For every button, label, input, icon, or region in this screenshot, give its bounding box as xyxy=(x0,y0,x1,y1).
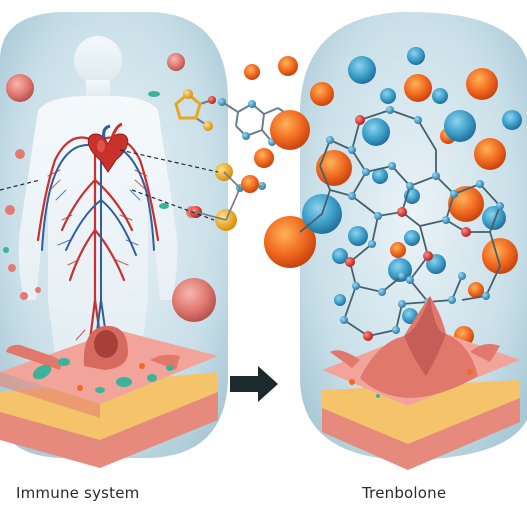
left-cells xyxy=(3,53,216,322)
network-atoms xyxy=(326,106,504,341)
connector-lines xyxy=(0,149,219,221)
heart-icon xyxy=(87,122,129,173)
tissue-left xyxy=(0,325,218,468)
trenbolone-label: Trenbolone xyxy=(362,484,447,502)
immune-system-label: Immune system xyxy=(16,484,140,502)
arrow-right-icon xyxy=(230,366,278,402)
orange-cells xyxy=(241,56,518,346)
tissue-right xyxy=(322,296,520,470)
